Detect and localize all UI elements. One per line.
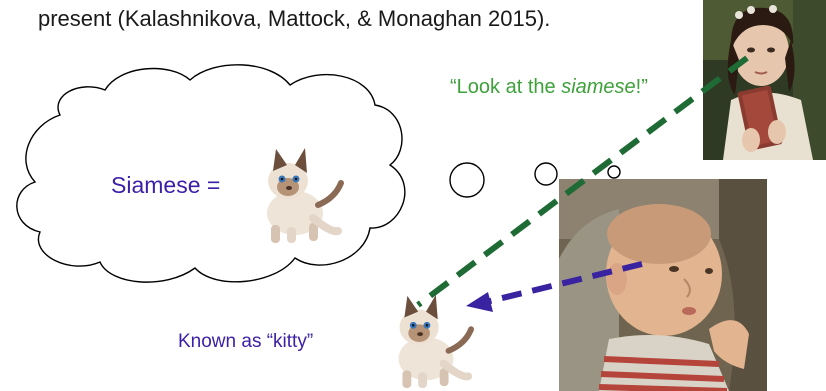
quote-emphasis: siamese	[561, 76, 636, 98]
known-as-label: Known as “kitty”	[178, 331, 314, 352]
speech-quote: “Look at the siamese!”	[450, 76, 648, 99]
green-gaze-arrow	[416, 55, 749, 308]
woman-reading-book-photo	[703, 0, 826, 160]
thought-bubble-large	[449, 162, 485, 198]
baby-photo	[559, 179, 767, 391]
caption-text: present (Kalashnikova, Mattock, & Monagh…	[38, 6, 551, 31]
siamese-kitten-photo-bottom	[375, 290, 476, 391]
siamese-kitten-photo-cloud	[243, 143, 346, 246]
purple-arrowhead	[466, 292, 493, 312]
siamese-label: Siamese =	[111, 172, 221, 198]
thought-bubble-small	[607, 165, 621, 179]
thought-bubble-medium	[534, 162, 558, 186]
purple-gaze-arrow	[485, 261, 643, 305]
quote-suffix: !”	[635, 76, 648, 98]
quote-prefix: “Look at the	[450, 76, 562, 98]
